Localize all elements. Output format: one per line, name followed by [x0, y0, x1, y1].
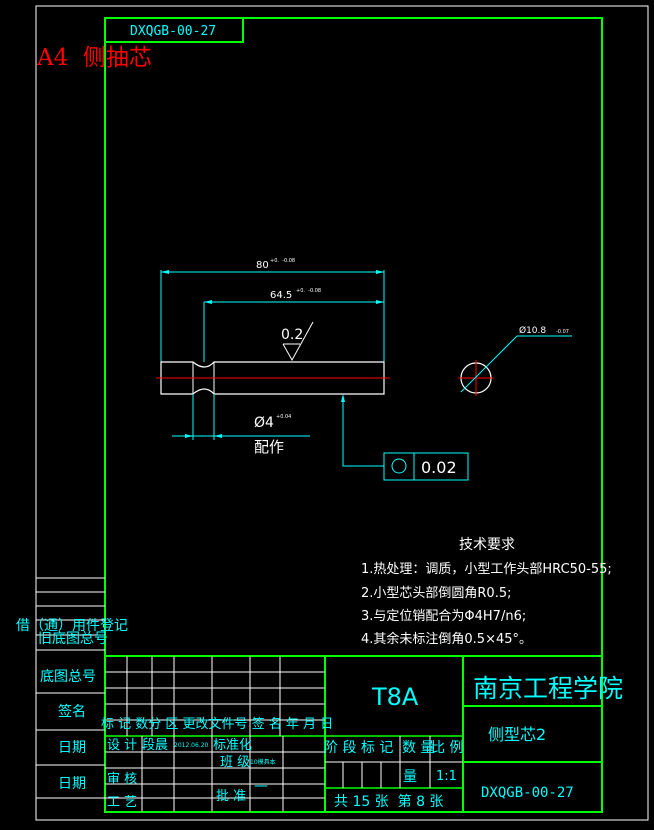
part-name: 侧型芯2: [488, 725, 546, 744]
dim-80: 80: [256, 260, 269, 271]
tech-item-3: 3.与定位销配合为Φ4H7/n6;: [361, 609, 526, 624]
title-block-lines: [105, 655, 602, 812]
quantity: 量: [403, 769, 417, 785]
material: T8A: [371, 683, 419, 711]
review-label: 审 核: [107, 772, 137, 787]
code-box: [104, 17, 244, 43]
roughness-value: 0.2: [281, 327, 303, 343]
revision-header: 标 记 数分 区 更改文件号 签 名 年 月 日: [101, 716, 333, 732]
side-row-3: 底图总号: [40, 669, 96, 685]
pin-body: [160, 361, 385, 395]
code-top: DXQGB-00-27: [130, 24, 216, 39]
class-label: 班 级: [220, 755, 250, 770]
standardization: 标准化: [213, 738, 252, 753]
approve-label: 批 准: [216, 789, 246, 804]
side-row-4: 签名: [58, 703, 86, 720]
groove-diameter: Ø4: [254, 415, 274, 431]
diameter-tol: -0.07: [556, 329, 569, 335]
sheet-count: 共 15 张 第 8 张: [334, 793, 443, 810]
outer-frame: [35, 5, 649, 821]
tech-item-4: 4.其余未标注倒角0.5×45°。: [361, 631, 532, 647]
dim-64-tol: +0. -0.08: [296, 288, 321, 294]
approve-value: —: [254, 778, 268, 794]
tolerance-leader: [342, 396, 384, 467]
roughness-symbol: [282, 321, 314, 362]
dim-64: 64.5: [270, 290, 292, 301]
drawing-code: DXQGB-00-27: [481, 785, 574, 801]
design-label: 设 计: [107, 738, 137, 753]
tolerance-value: 0.02: [421, 458, 457, 477]
tech-title: 技术要求: [459, 537, 515, 553]
diameter-leader: [460, 335, 518, 393]
fit-note: 配作: [254, 438, 284, 456]
school-name: 南京工程学院: [473, 674, 623, 703]
side-row-6: 日期: [58, 776, 86, 792]
scale-label: 比 例: [431, 740, 463, 756]
weight-label: 数 量: [402, 740, 434, 756]
side-row-2: 旧底图总号: [38, 631, 108, 647]
designer: 段晨: [142, 738, 168, 753]
diameter-label: Ø10.8: [519, 325, 546, 336]
class-value: 10模具本: [250, 758, 276, 766]
sheet-label: A4 侧抽芯: [36, 45, 152, 71]
process-label: 工 艺: [107, 795, 137, 810]
tolerance-frame: [383, 452, 469, 481]
groove-tol: +0.04: [276, 414, 291, 420]
side-table: [36, 577, 105, 799]
circularity-icon: [391, 458, 407, 474]
side-row-5: 日期: [58, 740, 86, 756]
inner-frame: [104, 17, 603, 813]
tech-item-2: 2.小型芯头部倒圆角R0.5;: [361, 586, 512, 601]
tech-item-1: 1.热处理：调质，小型工作头部HRC50-55;: [361, 562, 612, 577]
dim-80-tol: +0. -0.08: [270, 258, 295, 264]
design-date: 2012.06.20: [174, 742, 209, 749]
side-row-1: 借（通）用件登记: [16, 618, 128, 634]
stage-mark-label: 阶 段 标 记: [324, 740, 393, 756]
scale-value: 1:1: [436, 769, 457, 784]
